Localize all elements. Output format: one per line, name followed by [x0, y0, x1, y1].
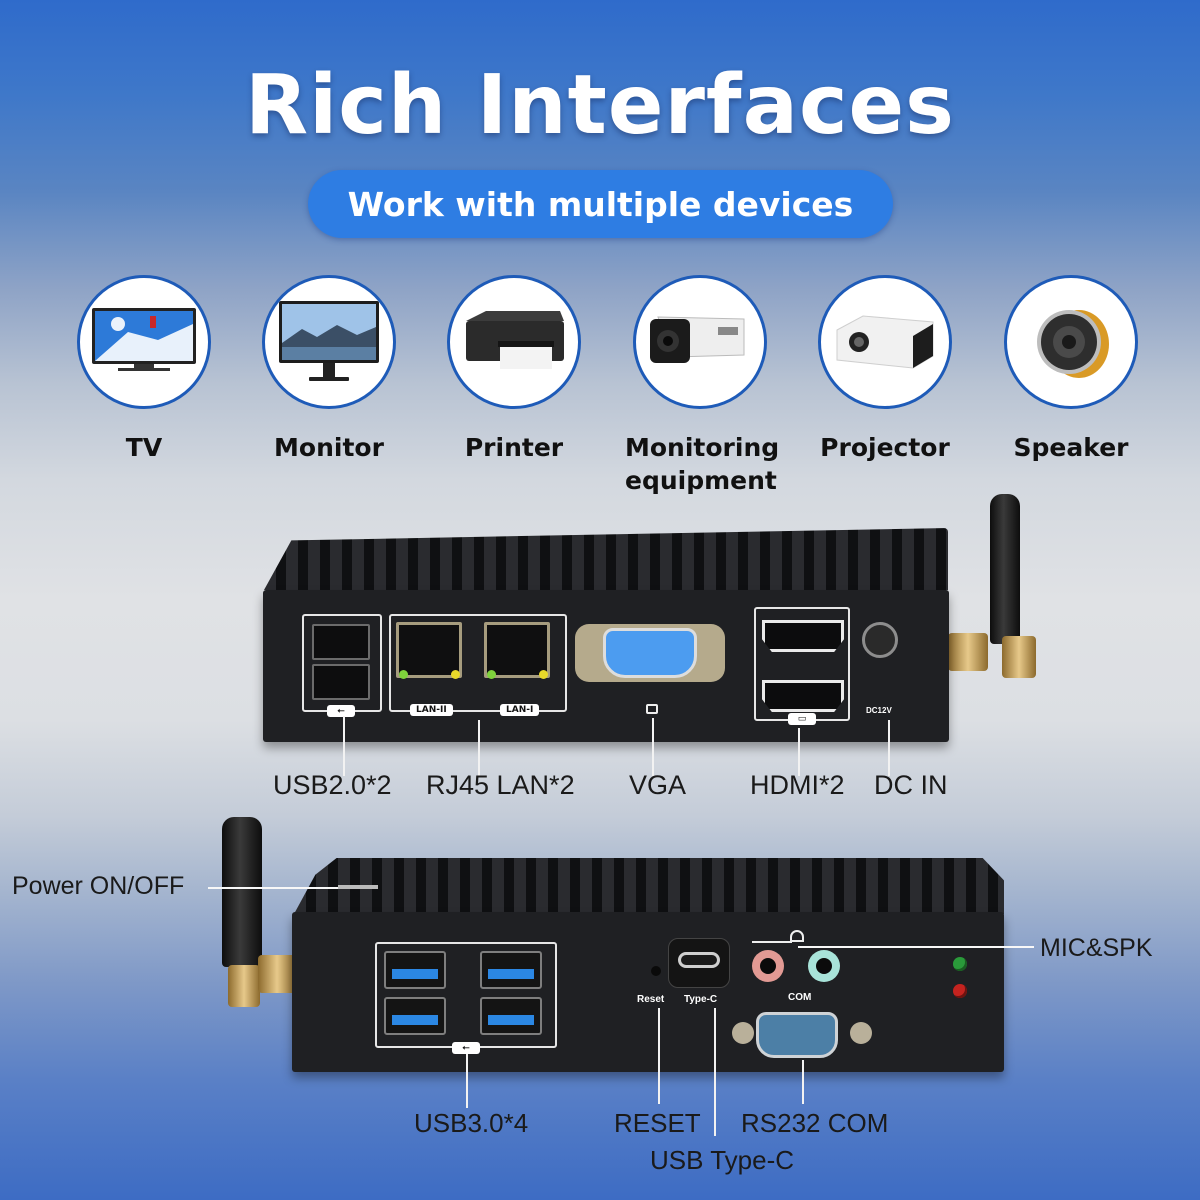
label-usb-type-c: USB Type-C: [650, 1145, 795, 1175]
lan2-tag: LAN-II: [410, 704, 453, 716]
com-screw-right: [850, 1022, 872, 1044]
front-panel-body: [292, 912, 1004, 1072]
printer-icon: [447, 275, 581, 409]
speaker-icon: [1004, 275, 1138, 409]
reset-tag: Reset: [637, 994, 665, 1005]
dc-tag: DC12V: [866, 706, 892, 715]
reset-button[interactable]: [651, 966, 661, 976]
speaker-jack[interactable]: [808, 950, 840, 982]
lan1-led-green: [487, 670, 496, 679]
label-reset: RESET: [614, 1108, 701, 1138]
device-label-monitoring-equipment: Monitoring equipment: [625, 433, 780, 495]
label-lan: RJ45 LAN*2: [426, 770, 575, 800]
led-red: [953, 984, 967, 998]
label-power: Power ON/OFF: [12, 872, 185, 900]
hdmi-port-1[interactable]: [762, 620, 844, 652]
usb3-port-4[interactable]: [480, 997, 542, 1035]
com-screw-left: [732, 1022, 754, 1044]
headphone-icon: [790, 930, 804, 942]
mic-jack[interactable]: [752, 950, 784, 982]
device-label-projector: Projector: [820, 433, 950, 462]
lan2-led-yellow: [451, 670, 460, 679]
label-hdmi: HDMI*2: [750, 770, 845, 800]
type-c-port[interactable]: [678, 952, 720, 968]
antenna-icon: [990, 494, 1020, 644]
lan1-tag: LAN-I: [500, 704, 540, 716]
rs232-port[interactable]: [756, 1012, 838, 1058]
usb-icon: ⭠: [327, 705, 355, 717]
tv-icon: [77, 275, 211, 409]
com-tag: COM: [788, 992, 812, 1003]
lan1-led-yellow: [539, 670, 548, 679]
lan2-led-green: [399, 670, 408, 679]
antenna-connector: [948, 633, 988, 671]
device-monitor: Monitor: [254, 275, 404, 464]
device-label-monitor: Monitor: [274, 433, 384, 462]
label-usb3: USB3.0*4: [414, 1108, 529, 1138]
monitor-symbol-icon: [646, 704, 658, 714]
subtitle-text: Work with multiple devices: [347, 184, 854, 224]
usb3-port-2[interactable]: [480, 951, 542, 989]
monitor-icon: [262, 275, 396, 409]
lan2-port[interactable]: [396, 622, 462, 678]
device-projector: Projector: [810, 275, 960, 464]
antenna-connector: [258, 955, 296, 993]
label-mic-spk: MIC&SPK: [1040, 934, 1153, 962]
security-camera-icon: [633, 275, 767, 409]
page-title: Rich Interfaces: [245, 58, 955, 153]
antenna-hinge: [1002, 636, 1036, 678]
display-icon: ▭: [788, 713, 816, 725]
usb2-port-1[interactable]: [312, 624, 370, 660]
projector-icon: [818, 275, 952, 409]
lan-group-frame: [389, 614, 567, 712]
label-dc-in: DC IN: [874, 770, 948, 800]
usb3-port-1[interactable]: [384, 951, 446, 989]
lan1-port[interactable]: [484, 622, 550, 678]
antenna-hinge: [228, 965, 260, 1007]
led-green: [953, 957, 967, 971]
label-usb2: USB2.0*2: [273, 770, 392, 800]
label-vga: VGA: [629, 770, 687, 800]
antenna-icon: [222, 817, 262, 967]
hdmi-port-2[interactable]: [762, 680, 844, 712]
dc-jack[interactable]: [862, 622, 898, 658]
usb-icon: ⭠: [452, 1042, 480, 1054]
device-printer: Printer: [439, 275, 589, 464]
vga-connector-face: [603, 628, 697, 678]
label-rs232: RS232 COM: [741, 1108, 889, 1138]
device-speaker: Speaker: [996, 275, 1146, 464]
device-monitoring-equipment: Monitoring equipment: [625, 275, 780, 497]
subtitle-pill: Work with multiple devices: [308, 170, 893, 238]
usb2-port-2[interactable]: [312, 664, 370, 700]
usb3-port-3[interactable]: [384, 997, 446, 1035]
device-label-tv: TV: [125, 433, 163, 462]
device-tv: TV: [69, 275, 219, 464]
vga-port[interactable]: [575, 624, 725, 682]
device-label-speaker: Speaker: [1013, 433, 1129, 462]
device-label-printer: Printer: [464, 433, 564, 462]
type-c-tag: Type-C: [684, 994, 718, 1005]
power-button[interactable]: [338, 885, 378, 889]
